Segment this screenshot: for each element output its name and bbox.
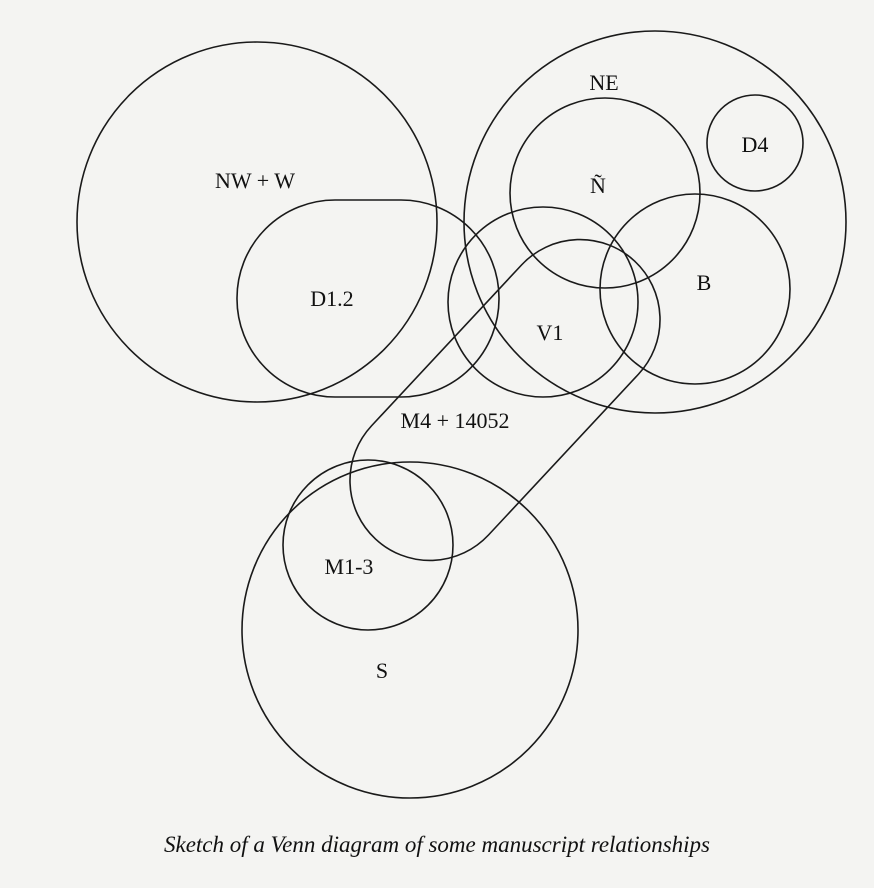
set-nw-w-circle xyxy=(76,41,438,403)
set-d12-shape xyxy=(236,199,500,398)
label-d12: D1.2 xyxy=(310,286,353,311)
label-nw-w: NW + W xyxy=(215,168,295,193)
set-m13-circle xyxy=(282,459,454,631)
set-s-circle xyxy=(241,461,579,799)
label-m4: M4 + 14052 xyxy=(401,408,510,433)
set-v1-circle xyxy=(447,206,639,398)
label-v1: V1 xyxy=(537,320,564,345)
figure-caption: Sketch of a Venn diagram of some manuscr… xyxy=(164,832,710,857)
set-m4-shape xyxy=(349,238,661,562)
set-d4-circle xyxy=(706,94,804,192)
set-n-tilde-circle xyxy=(509,97,701,289)
set-b-circle xyxy=(599,193,791,385)
label-s: S xyxy=(376,658,388,683)
label-ne: NE xyxy=(589,70,618,95)
label-d4: D4 xyxy=(742,132,769,157)
label-b: B xyxy=(697,270,712,295)
label-m13: M1-3 xyxy=(325,554,374,579)
set-ne-circle xyxy=(463,30,847,414)
label-n-tilde: Ñ xyxy=(590,173,606,198)
